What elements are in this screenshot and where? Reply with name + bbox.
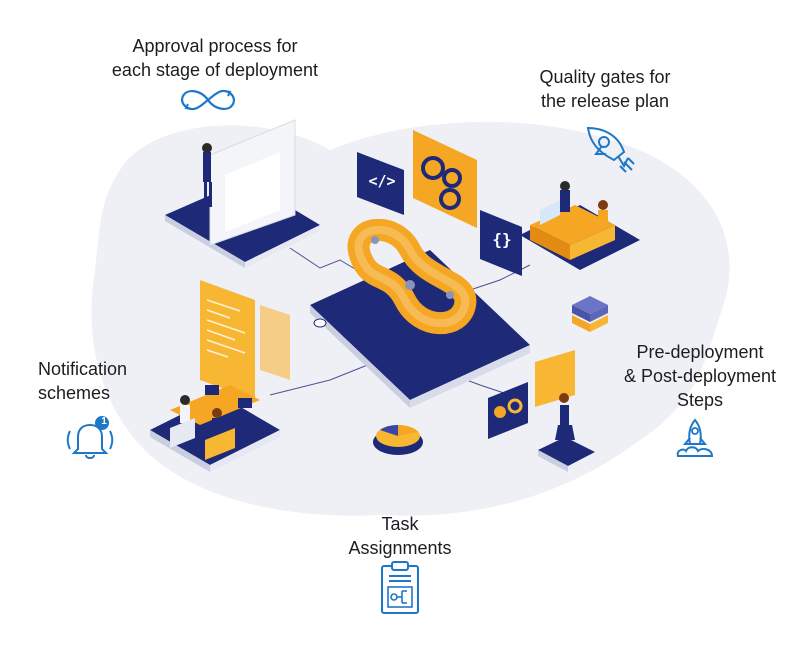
pre-post-deployment-station <box>488 350 595 472</box>
database-layers <box>572 296 608 332</box>
quality-label-line2: the release plan <box>540 91 670 111</box>
quality-gate-desk <box>520 181 640 270</box>
notification-badge: 1 <box>101 416 107 427</box>
tasks-label: Task Assignments <box>330 512 470 560</box>
steps-label: Pre-deployment & Post-deployment Steps <box>615 340 785 412</box>
pie-chart-puck <box>373 425 423 455</box>
clipboard-flow-icon <box>381 561 419 614</box>
approval-workstation <box>165 119 320 268</box>
tasks-label-line2: Assignments <box>348 538 452 558</box>
infinity-loop-icon <box>181 89 235 111</box>
approval-label-line2: each stage of deployment <box>111 60 319 80</box>
gears-card <box>413 130 477 228</box>
quality-label: Quality gates for the release plan <box>510 65 700 113</box>
notification-workstation <box>150 280 290 472</box>
quality-label-line1: Quality gates for <box>539 67 671 87</box>
rocket-launch-icon <box>676 418 714 457</box>
connector-lines <box>269 247 531 396</box>
notification-label-line2: schemes <box>38 383 111 403</box>
steps-label-line3: Steps <box>676 390 724 410</box>
approval-label-line1: Approval process for <box>132 36 298 56</box>
notification-label-line1: Notification <box>38 359 128 379</box>
steps-label-line1: Pre-deployment <box>636 342 764 362</box>
rocket-icon <box>586 126 635 173</box>
braces-glyph: {} <box>492 230 512 249</box>
tasks-label-line1: Task <box>381 514 419 534</box>
steps-label-line2: & Post-deployment <box>623 366 777 386</box>
bell-icon <box>66 416 114 459</box>
infinity-sculpture <box>347 218 477 335</box>
code-card <box>357 152 404 215</box>
notification-label: Notification schemes <box>38 357 158 405</box>
braces-card <box>480 210 522 276</box>
code-glyph: </> <box>368 172 396 190</box>
approval-label: Approval process for each stage of deplo… <box>95 34 335 82</box>
